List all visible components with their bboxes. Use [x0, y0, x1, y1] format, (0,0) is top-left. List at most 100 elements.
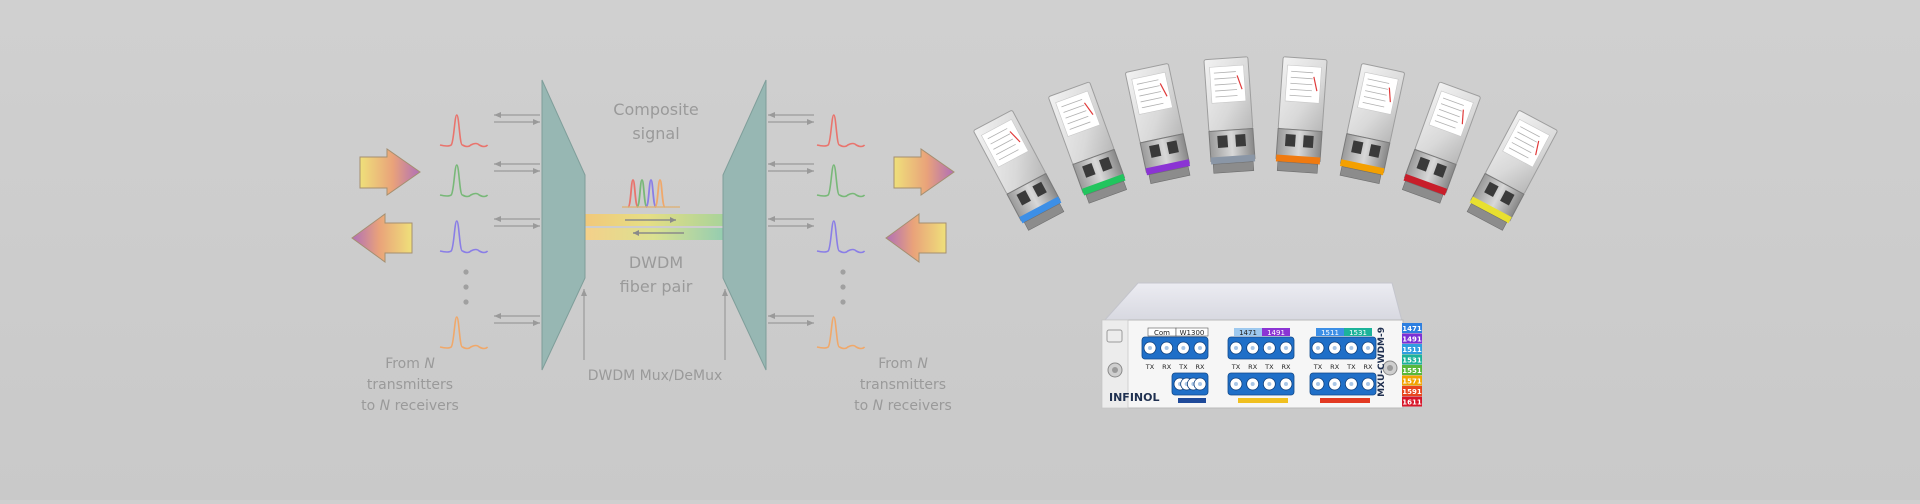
sfp-bail-color	[1145, 159, 1191, 176]
tx-rx-label: RX	[1282, 363, 1292, 371]
bottom-strip-1	[1178, 398, 1206, 403]
wavelength-tag	[1402, 354, 1422, 365]
tx-rx-label: RX	[1364, 363, 1374, 371]
wavelength-tag	[1402, 375, 1422, 386]
right-channel-spectra	[816, 114, 866, 350]
bottom-strip-2	[1238, 398, 1288, 403]
sfp-transceiver	[973, 110, 1065, 231]
left-note-line2: transmitters	[367, 377, 453, 393]
wavelength-tag-text: 1611	[1402, 398, 1422, 406]
left-channel-spectra	[439, 114, 489, 350]
left-note-line1: From N	[385, 356, 435, 372]
port-label-com: Com	[1154, 329, 1170, 337]
composite-peak	[636, 179, 648, 208]
mux-demux-label: DWDM Mux/DeMux	[588, 368, 723, 384]
right-note-line3: to N receivers	[854, 398, 952, 414]
sfp-bail-color	[1469, 196, 1512, 224]
sfp-transceiver-row	[973, 56, 1558, 231]
wavelength-tag-text: 1531	[1402, 356, 1422, 364]
mux-left	[541, 79, 586, 371]
wavelength-tag	[1402, 333, 1422, 344]
module-chassis-top	[1102, 282, 1403, 322]
lc-port-block	[1227, 372, 1295, 396]
input-arrow-left-top	[359, 148, 421, 196]
fiber-band-bottom	[585, 228, 723, 240]
wavelength-tag	[1402, 344, 1422, 354]
tx-rx-label: RX	[1330, 363, 1340, 371]
right-note-line1: From N	[878, 356, 928, 372]
wavelength-tag	[1402, 323, 1422, 333]
sfp-transceiver	[1125, 63, 1191, 184]
right-note-line2: transmitters	[860, 377, 946, 393]
sfp-bail-color	[1339, 159, 1385, 176]
tx-rx-label: TX	[1145, 363, 1155, 371]
wavelength-tag	[1402, 365, 1422, 375]
spectral-peak	[439, 316, 489, 350]
bottom-strip-3	[1320, 398, 1370, 403]
output-arrow-left-bottom	[351, 213, 413, 263]
port-header-labels: Com W1300 1471 1491 1511 1531	[1147, 327, 1372, 337]
output-arrow-right-top	[893, 148, 955, 196]
sfp-transceiver	[1466, 110, 1558, 231]
sfp-transceiver	[1048, 81, 1128, 204]
left-note-line3: to N receivers	[361, 398, 459, 414]
spectral-peak	[816, 114, 866, 148]
ellipsis-left	[463, 269, 469, 305]
wavelength-tag-column: 1471 1491 1511 1531 1551 1571 1591 1611	[1402, 323, 1422, 407]
wavelength-tag-text: 1551	[1402, 367, 1422, 375]
sfp-transceiver	[1401, 81, 1481, 204]
module-brand: INFINOL	[1109, 391, 1159, 404]
tx-rx-label: RX	[1248, 363, 1258, 371]
ellipsis-right	[840, 269, 846, 305]
spectral-peak	[816, 316, 866, 350]
tx-rx-label: TX	[1346, 363, 1356, 371]
right-channel-lines	[768, 112, 814, 326]
module-model: MXU-CWDM-9	[1377, 327, 1387, 397]
composite-spectrum	[622, 179, 680, 208]
spectral-peak	[439, 220, 489, 254]
wavelength-tag-text: 1571	[1402, 377, 1422, 385]
left-channel-lines	[494, 112, 540, 326]
dwdm-label-line1: DWDM	[629, 253, 683, 272]
port-label-w1300: W1300	[1180, 329, 1205, 337]
composite-peak	[645, 179, 657, 208]
composite-peak	[654, 179, 666, 208]
module-port-blocks	[1141, 336, 1377, 396]
tx-rx-label: TX	[1264, 363, 1274, 371]
demux-right	[722, 79, 767, 371]
tx-rx-label: TX	[1313, 363, 1323, 371]
wavelength-tag	[1402, 386, 1422, 396]
cwdm-module: INFINOL MXU-CWDM-9 Com W1300 1471 1491 1…	[1101, 282, 1422, 409]
sfp-transceiver	[1339, 63, 1405, 184]
port-label-1531: 1531	[1349, 329, 1367, 337]
sfp-bail-color	[1403, 173, 1448, 196]
port-label-1471: 1471	[1239, 329, 1257, 337]
spectral-peak	[816, 220, 866, 254]
wavelength-tag-text: 1511	[1402, 346, 1422, 354]
port-label-1511: 1511	[1321, 329, 1339, 337]
wavelength-tag-text: 1491	[1402, 335, 1422, 343]
tx-rx-label: RX	[1162, 363, 1172, 371]
dwdm-label-line2: fiber pair	[620, 277, 693, 296]
sfp-transceiver	[1203, 56, 1256, 174]
spectral-peak	[439, 164, 489, 198]
wavelength-tag	[1402, 396, 1422, 407]
sfp-bail-color	[1019, 196, 1062, 224]
sfp-transceiver	[1275, 56, 1328, 174]
composite-label-line1: Composite	[613, 100, 698, 119]
composite-peak	[627, 179, 639, 208]
port-label-1491: 1491	[1267, 329, 1285, 337]
wavelength-tag-text: 1591	[1402, 388, 1422, 396]
lc-port-block	[1227, 336, 1295, 360]
spectral-peak	[439, 114, 489, 148]
tx-rx-label: TX	[1178, 363, 1188, 371]
sfp-bail-color	[1081, 173, 1126, 196]
tx-rx-label: RX	[1196, 363, 1206, 371]
composite-label-line2: signal	[632, 124, 679, 143]
input-arrow-right-bottom	[885, 213, 947, 263]
wavelength-tag-text: 1471	[1402, 325, 1422, 333]
lc-port-block	[1309, 372, 1377, 396]
